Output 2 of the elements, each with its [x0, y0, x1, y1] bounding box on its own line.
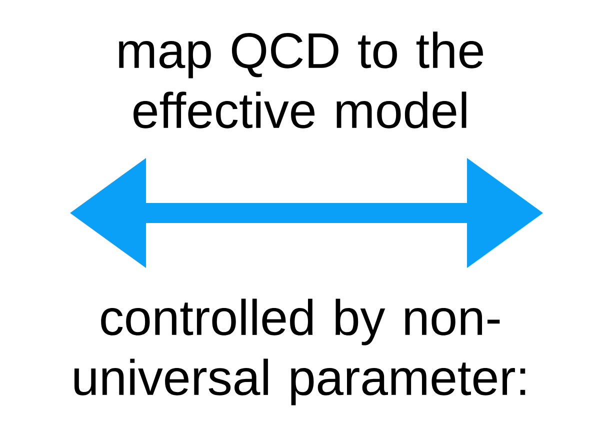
text-label: controlled by non-universal parameter:	[74, 298, 526, 406]
text-label: map QCD to the effective model	[119, 32, 483, 128]
